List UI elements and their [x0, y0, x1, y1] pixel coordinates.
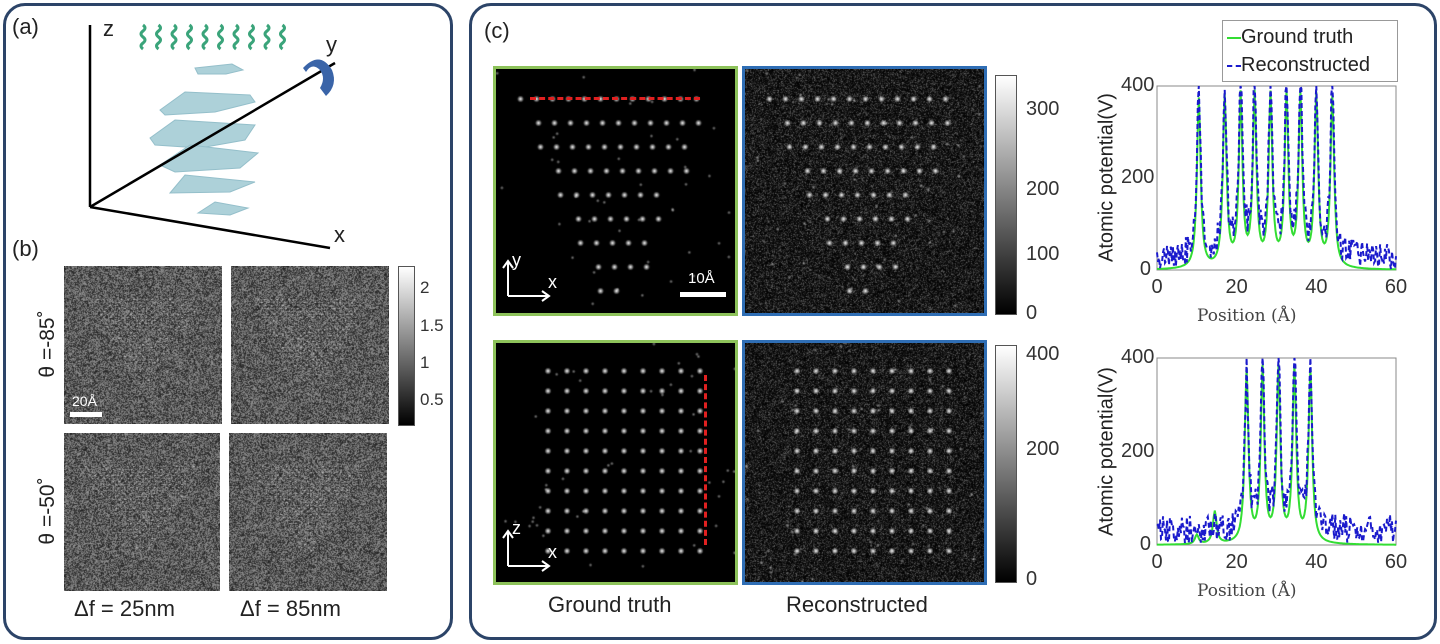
panel-c-frame: [469, 3, 1437, 640]
panel-a-diagram: [88, 23, 336, 250]
panel-b-label: (b): [12, 236, 39, 261]
x-tick-label: 20: [1225, 551, 1248, 573]
colorbar-tick: 200: [1026, 178, 1060, 200]
coordinate-axes: [88, 25, 336, 250]
scale-bar: [680, 292, 726, 297]
legend-label: Reconstructed: [1241, 54, 1370, 76]
axis-z-label: z: [512, 518, 521, 538]
series-reconstructed-line: [1156, 85, 1397, 270]
x-tick-label: 40: [1305, 276, 1328, 298]
x-tick-label: 40: [1305, 551, 1328, 573]
colorbar-tick: 2: [420, 278, 430, 297]
line-profile-marker-vertical: [704, 375, 707, 545]
panel-a-label: (a): [12, 14, 39, 39]
col-label-ground-truth: Ground truth: [548, 592, 672, 617]
row-label-theta-85: θ =-85˚: [36, 310, 59, 378]
colorbar-tick: 1.5: [420, 316, 444, 335]
y-axis-label: Atomic potential(V): [1095, 93, 1118, 262]
axis-x-label: x: [548, 542, 557, 562]
image-theta85-df85: [231, 266, 389, 424]
chart-legend: Ground truth Reconstructed: [1222, 20, 1398, 82]
x-tick-label: 0: [1151, 551, 1163, 573]
colorbar-tick: 400: [1026, 343, 1060, 365]
y-tick-label: 400: [1121, 346, 1155, 368]
ground-truth-xy-image: [493, 66, 738, 316]
axis-x-label: x: [548, 272, 557, 292]
image-theta85-df25: [64, 266, 222, 424]
image-theta50-df85: [229, 433, 387, 591]
col-label-df25: Δf = 25nm: [74, 596, 175, 621]
axis-y-label: y: [512, 250, 521, 270]
col-label-reconstructed: Reconstructed: [786, 592, 928, 617]
colorbar-tick: 0: [1026, 302, 1038, 324]
y-tick-label: 200: [1121, 166, 1155, 188]
y-tick-label: 0: [1139, 258, 1151, 280]
image-theta50-df25: [64, 433, 220, 591]
line-profile-chart: [1156, 357, 1397, 546]
y-tick-label: 0: [1139, 533, 1151, 555]
colorbar-c-top: [995, 75, 1017, 315]
colorbar-tick: 100: [1026, 243, 1060, 265]
ground-truth-xz-image: [493, 340, 738, 585]
reconstructed-xz-image: [742, 340, 987, 585]
colorbar-tick: 1: [420, 353, 430, 372]
colorbar-tick: 0.5: [420, 390, 444, 409]
legend-label: Ground truth: [1241, 26, 1354, 48]
row-label-theta-50: θ =-50˚: [36, 477, 59, 545]
colorbar-tick: 300: [1026, 98, 1060, 120]
x-axis-label: Position (Å): [1197, 581, 1297, 601]
x-tick-label: 0: [1151, 276, 1163, 298]
legend-item-ground-truth: Ground truth: [1227, 26, 1353, 49]
y-tick-label: 400: [1121, 74, 1155, 96]
wave-icon: [139, 23, 286, 51]
x-tick-label: 60: [1384, 551, 1408, 573]
colorbar-c-bottom: [995, 345, 1017, 583]
xy-axes-icon: [502, 259, 551, 302]
legend-item-reconstructed: Reconstructed: [1227, 54, 1370, 77]
axis-z-label: z: [103, 16, 114, 41]
colorbar-tick: 0: [1026, 568, 1038, 590]
rotation-arrow-icon: [303, 59, 334, 96]
x-tick-label: 20: [1225, 276, 1248, 298]
series-reconstructed-line: [1156, 357, 1397, 546]
scale-bar: [70, 412, 102, 417]
reconstructed-xy-image: [742, 66, 987, 316]
xz-axes-icon: [502, 529, 551, 572]
y-axis-label: Atomic potential(V): [1095, 366, 1118, 536]
panel-ab-frame: [3, 3, 453, 640]
axis-x-label: x: [334, 222, 345, 247]
y-tick-label: 200: [1121, 439, 1155, 462]
panel-c-label: (c): [484, 18, 510, 43]
colorbar-b: [398, 266, 415, 426]
col-label-df85: Δf = 85nm: [240, 596, 341, 621]
axis-y-label: y: [326, 32, 337, 57]
line-profile-chart: [1156, 85, 1397, 271]
scale-bar-label: 20Å: [72, 393, 97, 409]
x-tick-label: 60: [1384, 276, 1408, 298]
colorbar-tick: 200: [1026, 438, 1060, 460]
x-axis-label: Position (Å): [1197, 306, 1297, 326]
scale-bar-label: 10Å: [688, 270, 715, 287]
line-profile-marker-horizontal: [530, 97, 700, 100]
